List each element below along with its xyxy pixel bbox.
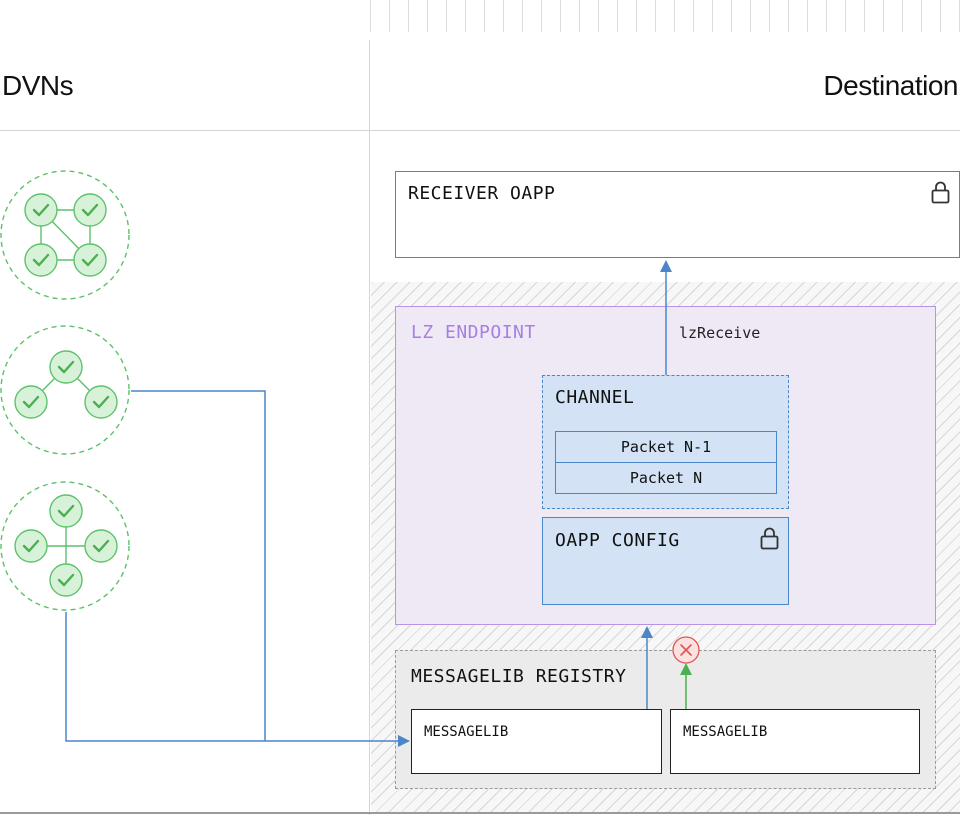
lock-icon — [760, 527, 779, 550]
channel-box[interactable]: CHANNEL Packet N-1 Packet N — [542, 375, 789, 509]
verified-check-icon — [49, 494, 83, 528]
verified-check-icon — [73, 243, 107, 277]
receiver-oapp-box[interactable]: RECEIVER OAPP — [395, 171, 960, 258]
packet-n[interactable]: Packet N — [555, 462, 777, 494]
messagelib-label-1: MESSAGELIB — [424, 724, 509, 740]
dvn-group-2-icon[interactable] — [0, 325, 132, 457]
verified-check-icon — [84, 385, 118, 419]
dvn-group-3-icon[interactable] — [0, 481, 132, 613]
dvn-group-2-connector — [131, 390, 266, 741]
destination-column-title: Destination — [823, 70, 958, 101]
packet-n-minus-1[interactable]: Packet N-1 — [555, 431, 777, 463]
channel-label: CHANNEL — [555, 387, 635, 408]
oapp-config-label: OAPP CONFIG — [555, 530, 680, 551]
verified-check-icon — [73, 193, 107, 227]
lzreceive-label: lzReceive — [679, 324, 761, 342]
verified-check-icon — [24, 193, 58, 227]
verified-check-icon — [49, 563, 83, 597]
messagelib-label-2: MESSAGELIB — [683, 724, 768, 740]
header-rule — [0, 130, 960, 131]
dvn-group-1-icon[interactable] — [0, 170, 132, 302]
dvns-column-title: DVNs — [2, 70, 74, 101]
dvn-group-3-connector — [65, 612, 410, 747]
column-divider — [369, 40, 370, 815]
verified-check-icon — [24, 243, 58, 277]
footer-rule — [0, 812, 960, 814]
messagelib-registry-label: MESSAGELIB REGISTRY — [411, 666, 627, 687]
header-tick-strip — [370, 0, 960, 32]
verified-check-icon — [84, 529, 118, 563]
lz-endpoint-label: LZ ENDPOINT — [411, 322, 536, 343]
lock-icon — [931, 181, 950, 204]
messagelib-box-2[interactable]: MESSAGELIB — [670, 709, 920, 774]
verified-check-icon — [49, 350, 83, 384]
verified-check-icon — [14, 385, 48, 419]
receiver-oapp-label: RECEIVER OAPP — [408, 183, 556, 204]
reject-x-icon — [672, 636, 700, 664]
verified-check-icon — [14, 529, 48, 563]
oapp-config-box[interactable]: OAPP CONFIG — [542, 517, 789, 605]
messagelib-box-1[interactable]: MESSAGELIB — [411, 709, 662, 774]
